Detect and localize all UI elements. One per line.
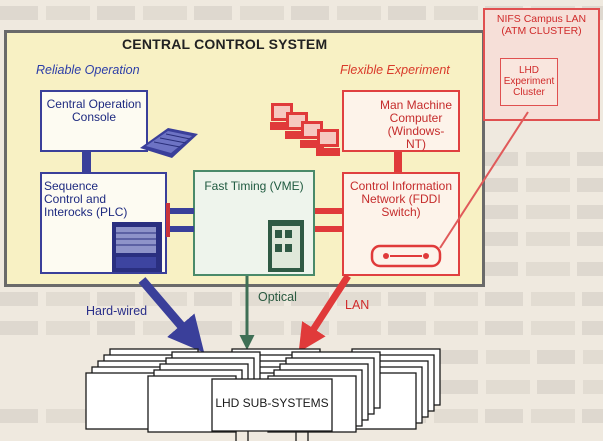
lan-label: LAN: [345, 298, 370, 312]
sequence-red-link: [166, 203, 170, 237]
sub-system-legs: [235, 431, 309, 441]
flexible-experiment-label: Flexible Experiment: [340, 63, 450, 77]
central-operation-console-label: Central Operation Console: [46, 97, 142, 124]
console-sequence-link: [82, 152, 91, 172]
plc-cabinet-icon: [112, 222, 162, 272]
lhd-sub-systems-stack: [85, 348, 441, 433]
sequence-timing-link-upper: [167, 208, 194, 214]
lan-arrow: [298, 274, 351, 353]
lhd-experiment-cluster-box: LHD Experiment Cluster: [500, 58, 558, 106]
lhd-sub-systems-label: LHD SUB-SYSTEMS: [215, 396, 329, 410]
central-control-title: CENTRAL CONTROL SYSTEM: [122, 36, 328, 52]
timing-network-link-upper: [315, 208, 343, 214]
central-operation-console-box: Central Operation Console: [40, 90, 148, 152]
timing-network-link-lower: [315, 226, 343, 232]
nifs-campus-lan-label: NIFS Campus LAN (ATM CLUSTER): [496, 13, 587, 37]
reliable-operation-label: Reliable Operation: [36, 63, 140, 77]
man-machine-computer-label: Man Machine Computer (Windows-NT): [379, 98, 453, 151]
workstation-icons: [270, 103, 340, 156]
keyboard-icon: [140, 128, 198, 158]
fast-timing-label: Fast Timing (VME): [204, 179, 304, 193]
sequence-control-label: Sequence Control and Interocks (PLC): [44, 179, 128, 219]
control-information-network-label: Control Information Network (FDDI Switch…: [349, 179, 453, 219]
campus-lan-connection: [439, 111, 529, 249]
sequence-timing-link-lower: [167, 226, 194, 232]
computer-network-link: [394, 152, 402, 172]
optical-label: Optical: [258, 290, 297, 304]
lhd-experiment-cluster-label: LHD Experiment Cluster: [503, 65, 555, 98]
hard-wired-arrow: [138, 277, 205, 353]
man-machine-computer-box: Man Machine Computer (Windows-NT): [342, 90, 460, 152]
fddi-switch-icon: [370, 244, 442, 268]
hard-wired-label: Hard-wired: [86, 304, 148, 318]
vme-crate-icon: [268, 220, 304, 272]
